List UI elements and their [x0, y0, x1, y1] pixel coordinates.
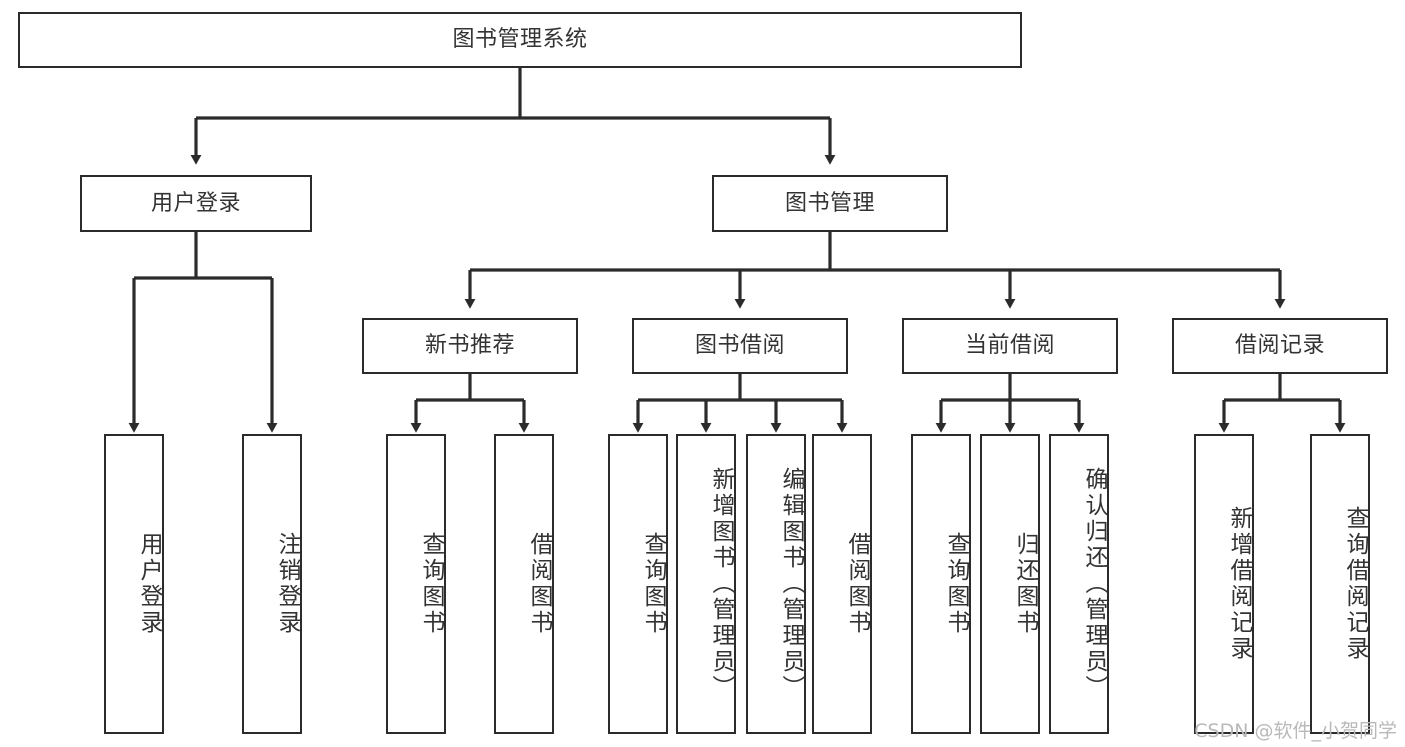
- watermark-text: CSDN @软件_小贺同学: [1194, 720, 1397, 742]
- node-new-book-recommend[interactable]: 新书推荐: [362, 318, 578, 374]
- leaf-user-login[interactable]: 用户登录: [104, 434, 164, 734]
- leaf-query-book-current[interactable]: 查询图书: [911, 434, 971, 734]
- leaf-add-borrow-record[interactable]: 新增借阅记录: [1194, 434, 1254, 734]
- node-label: 注销登录: [274, 532, 300, 636]
- leaf-add-book[interactable]: 新增图书（管理员）: [676, 434, 736, 734]
- node-label: 用户登录: [150, 190, 241, 216]
- node-borrow-record[interactable]: 借阅记录: [1172, 318, 1388, 374]
- node-book-manage[interactable]: 图书管理: [712, 175, 948, 232]
- leaf-return-book[interactable]: 归还图书: [980, 434, 1040, 734]
- node-label: 图书管理: [784, 190, 875, 216]
- leaf-query-borrow-record[interactable]: 查询借阅记录: [1310, 434, 1370, 734]
- leaf-edit-book[interactable]: 编辑图书（管理员）: [746, 434, 806, 734]
- leaf-confirm-return[interactable]: 确认归还（管理员）: [1049, 434, 1109, 734]
- node-label: 新增借阅记录: [1226, 506, 1252, 662]
- leaf-borrow-book[interactable]: 借阅图书: [812, 434, 872, 734]
- node-root-system[interactable]: 图书管理系统: [18, 12, 1022, 68]
- node-label: 新书推荐: [424, 333, 515, 359]
- leaf-query-book-borrow[interactable]: 查询图书: [608, 434, 668, 734]
- node-label: 借阅图书: [526, 532, 552, 636]
- node-label: 查询图书: [640, 532, 666, 636]
- node-book-borrow[interactable]: 图书借阅: [632, 318, 848, 374]
- node-label: 借阅记录: [1234, 333, 1325, 359]
- node-label: 查询图书: [943, 532, 969, 636]
- node-label: 用户登录: [136, 532, 162, 636]
- node-label: 新增图书（管理员）: [708, 467, 734, 701]
- leaf-borrow-book-recommend[interactable]: 借阅图书: [494, 434, 554, 734]
- node-label: 图书管理系统: [452, 27, 588, 53]
- node-label: 确认归还（管理员）: [1081, 467, 1107, 701]
- node-user-login[interactable]: 用户登录: [80, 175, 312, 232]
- node-label: 编辑图书（管理员）: [778, 467, 804, 701]
- node-label: 查询借阅记录: [1342, 506, 1368, 662]
- node-label: 当前借阅: [964, 333, 1055, 359]
- leaf-query-book-recommend[interactable]: 查询图书: [386, 434, 446, 734]
- node-label: 查询图书: [418, 532, 444, 636]
- node-label: 归还图书: [1012, 532, 1038, 636]
- node-label: 借阅图书: [844, 532, 870, 636]
- leaf-logout-login[interactable]: 注销登录: [242, 434, 302, 734]
- node-current-borrow[interactable]: 当前借阅: [902, 318, 1118, 374]
- node-label: 图书借阅: [694, 333, 785, 359]
